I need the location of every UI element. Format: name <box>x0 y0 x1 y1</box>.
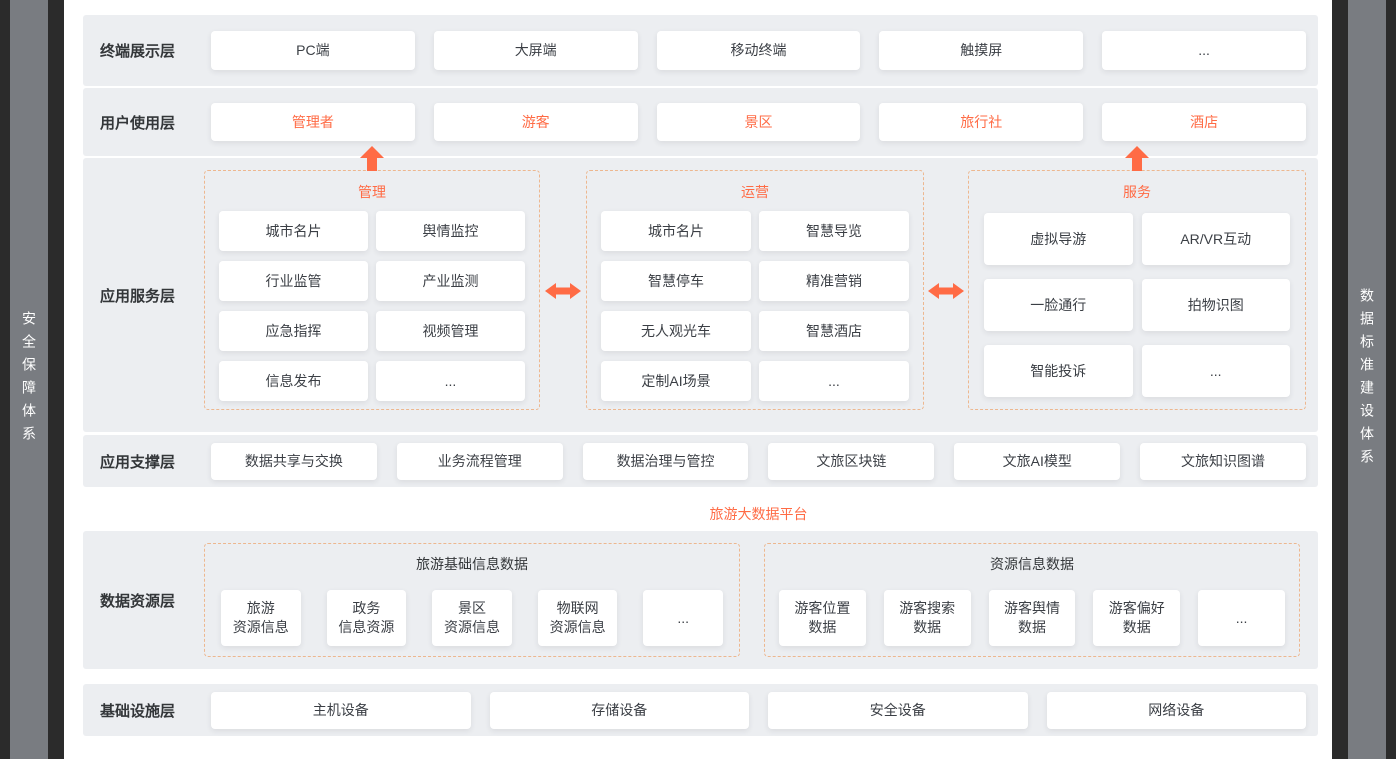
layer-label-terminal: 终端展示层 <box>100 43 176 60</box>
user-item: 旅行社 <box>879 103 1084 141</box>
data-standard-label: 数据标准建设体系 <box>1359 287 1375 472</box>
tourism-base-boxes: 旅游 资源信息 政务 信息资源 景区 资源信息 物联网 资源信息 ... <box>205 574 739 646</box>
base-data-item: ... <box>643 590 723 646</box>
security-system-sidebar: 安全保障体系 <box>10 0 48 759</box>
group-operation: 运营 城市名片 智慧导览 智慧停车 精准营销 无人观光车 智慧酒店 定制AI场景… <box>586 170 924 410</box>
service-item: 智能投诉 <box>984 345 1133 397</box>
layer-app-support: 应用支撑层 数据共享与交换 业务流程管理 数据治理与管控 文旅区块链 文旅AI模… <box>83 435 1318 487</box>
user-item: 游客 <box>433 103 638 141</box>
group-service-grid: 虚拟导游 AR/VR互动 一脸通行 拍物识图 智能投诉 ... <box>969 202 1305 397</box>
group-tourism-base-title: 旅游基础信息数据 <box>416 556 528 572</box>
double-arrow-icon <box>928 283 964 299</box>
service-item: 虚拟导游 <box>984 213 1133 265</box>
up-arrow-icon <box>1125 146 1149 172</box>
operation-item: 智慧酒店 <box>759 311 909 351</box>
layer-label-infrastructure: 基础设施层 <box>100 702 176 720</box>
diagram-content: 终端展示层 PC端 大屏端 移动终端 触摸屏 ... 用户使用层 管理者 游客 … <box>64 0 1332 759</box>
terminal-item: 触摸屏 <box>879 31 1084 70</box>
base-data-item: 政务 信息资源 <box>326 590 407 646</box>
group-resource-info-data: 资源信息数据 游客位置 数据 游客搜索 数据 游客舆情 数据 游客偏好 数据 .… <box>764 543 1300 657</box>
group-tourism-base-data: 旅游基础信息数据 旅游 资源信息 政务 信息资源 景区 资源信息 物联网 资源信… <box>204 543 740 657</box>
operation-item: 定制AI场景 <box>601 361 751 401</box>
infrastructure-item: 安全设备 <box>768 691 1028 729</box>
user-item: 景区 <box>656 103 861 141</box>
terminal-item: ... <box>1102 31 1306 70</box>
double-arrow-icon <box>545 283 581 299</box>
management-item: ... <box>376 361 525 401</box>
management-item: 产业监测 <box>376 261 525 301</box>
user-item: 管理者 <box>211 103 415 141</box>
management-item: 舆情监控 <box>376 211 525 251</box>
service-item: ... <box>1141 345 1290 397</box>
resource-data-item: 游客舆情 数据 <box>988 590 1076 646</box>
group-management: 管理 城市名片 舆情监控 行业监管 产业监测 应急指挥 视频管理 信息发布 ..… <box>204 170 540 410</box>
resource-info-boxes: 游客位置 数据 游客搜索 数据 游客舆情 数据 游客偏好 数据 ... <box>765 574 1299 646</box>
layer-infrastructure: 基础设施层 主机设备 存储设备 安全设备 网络设备 <box>83 684 1318 736</box>
support-boxes: 数据共享与交换 业务流程管理 数据治理与管控 文旅区块链 文旅AI模型 文旅知识… <box>211 442 1306 480</box>
platform-caption: 旅游大数据平台 <box>709 506 808 522</box>
layer-app-service: 应用服务层 管理 城市名片 舆情监控 行业监管 产业监测 应急指挥 视频管理 信… <box>83 158 1318 432</box>
terminal-item: PC端 <box>211 31 415 70</box>
group-service: 服务 虚拟导游 AR/VR互动 一脸通行 拍物识图 智能投诉 ... <box>968 170 1306 410</box>
resource-data-item: 游客偏好 数据 <box>1093 590 1181 646</box>
infrastructure-item: 主机设备 <box>211 691 471 729</box>
terminal-item: 移动终端 <box>656 31 861 70</box>
security-system-label: 安全保障体系 <box>21 310 37 449</box>
group-management-grid: 城市名片 舆情监控 行业监管 产业监测 应急指挥 视频管理 信息发布 ... <box>205 202 539 401</box>
layer-user: 用户使用层 管理者 游客 景区 旅行社 酒店 <box>83 88 1318 156</box>
up-arrow-icon <box>360 146 384 172</box>
service-item: 拍物识图 <box>1141 279 1290 331</box>
group-operation-title: 运营 <box>741 184 769 200</box>
service-item: 一脸通行 <box>984 279 1133 331</box>
infrastructure-item: 网络设备 <box>1046 691 1306 729</box>
layer-label-user: 用户使用层 <box>100 114 176 132</box>
base-data-item: 旅游 资源信息 <box>221 590 301 646</box>
resource-data-item: 游客位置 数据 <box>779 590 866 646</box>
layer-label-app-support: 应用支撑层 <box>100 453 176 471</box>
terminal-boxes: PC端 大屏端 移动终端 触摸屏 ... <box>211 31 1306 70</box>
management-item: 视频管理 <box>376 311 525 351</box>
user-item: 酒店 <box>1102 103 1306 141</box>
layer-data-resource: 数据资源层 旅游基础信息数据 旅游 资源信息 政务 信息资源 景区 资源信息 物… <box>83 531 1318 669</box>
layer-terminal-display: 终端展示层 PC端 大屏端 移动终端 触摸屏 ... <box>83 15 1318 86</box>
resource-data-item: 游客搜索 数据 <box>883 590 971 646</box>
operation-item: 智慧导览 <box>759 211 909 251</box>
group-management-title: 管理 <box>358 184 386 200</box>
user-boxes: 管理者 游客 景区 旅行社 酒店 <box>211 103 1306 141</box>
operation-item: 城市名片 <box>601 211 751 251</box>
operation-item: ... <box>759 361 909 401</box>
support-item: 业务流程管理 <box>396 442 563 480</box>
operation-item: 无人观光车 <box>601 311 751 351</box>
base-data-item: 景区 资源信息 <box>432 590 512 646</box>
layer-label-data-resource: 数据资源层 <box>100 592 176 610</box>
operation-item: 精准营销 <box>759 261 909 301</box>
infrastructure-boxes: 主机设备 存储设备 安全设备 网络设备 <box>211 691 1306 729</box>
data-standard-sidebar: 数据标准建设体系 <box>1348 0 1386 759</box>
support-item: 文旅区块链 <box>768 442 935 480</box>
base-data-item: 物联网 资源信息 <box>537 590 618 646</box>
layer-label-app-service: 应用服务层 <box>100 287 176 305</box>
support-item: 数据共享与交换 <box>211 442 377 480</box>
management-item: 行业监管 <box>219 261 368 301</box>
group-resource-info-title: 资源信息数据 <box>990 556 1074 572</box>
resource-data-item: ... <box>1198 590 1285 646</box>
terminal-item: 大屏端 <box>433 31 638 70</box>
operation-item: 智慧停车 <box>601 261 751 301</box>
group-operation-grid: 城市名片 智慧导览 智慧停车 精准营销 无人观光车 智慧酒店 定制AI场景 ..… <box>587 202 923 401</box>
group-service-title: 服务 <box>1123 184 1151 200</box>
service-item: AR/VR互动 <box>1141 213 1290 265</box>
support-item: 数据治理与管控 <box>582 442 749 480</box>
infrastructure-item: 存储设备 <box>489 691 749 729</box>
management-item: 应急指挥 <box>219 311 368 351</box>
support-item: 文旅知识图谱 <box>1140 442 1306 480</box>
support-item: 文旅AI模型 <box>954 442 1121 480</box>
management-item: 信息发布 <box>219 361 368 401</box>
management-item: 城市名片 <box>219 211 368 251</box>
